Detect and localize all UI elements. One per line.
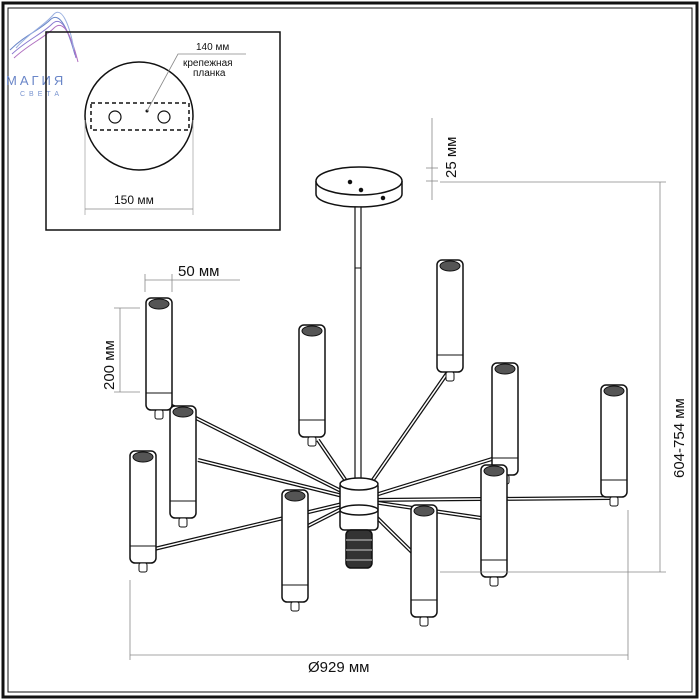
shade-diameter-label: 50 мм <box>178 263 219 280</box>
shade <box>436 259 464 382</box>
mounting-inset: 140 мм крепежная планка 150 мм <box>45 31 281 231</box>
canopy-diameter-label: 150 мм <box>114 193 154 207</box>
inner-frame <box>7 7 693 693</box>
arm <box>358 454 506 501</box>
screw-hole <box>157 110 171 124</box>
logo: МАГИЯ СВЕТА <box>6 11 79 98</box>
logo-text-main: МАГИЯ <box>6 73 66 88</box>
total-height-label: 604-754 мм <box>671 398 688 478</box>
leader-line <box>146 53 246 112</box>
arm <box>197 459 360 501</box>
central-hub <box>339 477 379 569</box>
shades <box>129 259 628 627</box>
plate-length-label: 140 мм <box>196 42 229 53</box>
shade <box>600 384 628 507</box>
shade <box>169 405 197 528</box>
canopy-height-label: 25 мм <box>443 137 460 178</box>
plate-label-1: крепежная <box>183 58 233 69</box>
arms <box>149 370 611 562</box>
plate-label-2: планка <box>193 68 226 79</box>
logo-wave-icon <box>9 11 79 63</box>
shade <box>480 464 508 587</box>
canopy-top-view <box>84 61 194 171</box>
shade <box>298 324 326 447</box>
dimension-lines <box>114 118 666 660</box>
shade-height-label: 200 мм <box>101 340 118 390</box>
mounting-plate <box>90 102 190 131</box>
arm <box>169 404 360 501</box>
total-diameter-label: Ø929 мм <box>308 659 370 676</box>
shade <box>410 504 438 627</box>
logo-text-sub: СВЕТА <box>20 91 63 98</box>
shade <box>129 450 157 573</box>
shade <box>145 297 173 420</box>
screw-hole <box>108 110 122 124</box>
arm <box>149 499 360 551</box>
shade <box>281 489 309 612</box>
arm <box>358 371 449 501</box>
inset-box <box>45 31 281 231</box>
canopy <box>315 166 403 208</box>
suspension-rod <box>354 206 362 480</box>
